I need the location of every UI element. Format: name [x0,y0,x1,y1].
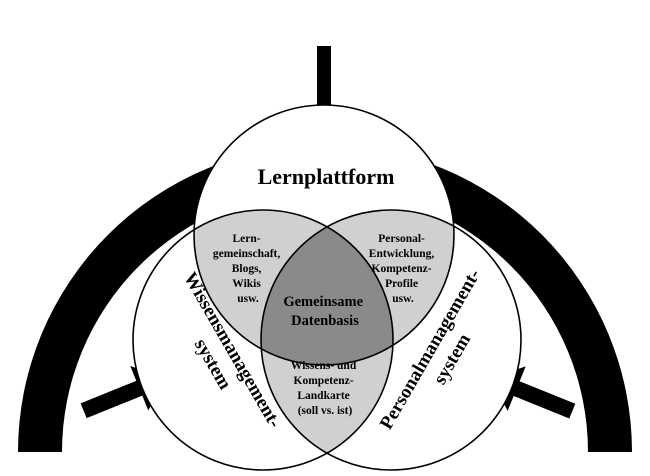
tl-line1: Lern- [233,233,261,245]
b-line4: (soll vs. ist) [298,405,353,417]
text-top-right-overlap: Personal- Entwicklung, Kompetenz- Profil… [369,233,437,305]
tr-line1: Personal- [378,233,425,245]
overlap-center [261,210,393,365]
b-line1: Wissens- und [291,360,357,372]
portal-title: Portal [296,16,355,41]
text-bottom-overlap: Wissens- und Kompetenz- Landkarte (soll … [291,360,359,417]
tl-line5: usw. [237,293,259,305]
label-lernplattform: Lernplattform [258,164,395,189]
tr-line2: Entwicklung, [369,248,435,260]
text-top-left-overlap: Lern- gemeinschaft, Blogs, Wikis usw. [213,233,283,305]
tl-line4: Wikis [232,278,261,290]
portal-arc [18,145,632,452]
tl-line3: Blogs, [232,263,262,275]
b-line3: Landkarte [297,390,349,402]
tr-line5: usw. [392,293,414,305]
tl-line2: gemeinschaft, [213,248,281,260]
b-line2: Kompetenz- [294,375,354,387]
center-line1: Gemeinsame [283,294,363,310]
tr-line4: Profile [385,278,418,290]
text-center-overlap: Gemeinsame Datenbasis [283,294,366,329]
center-line2: Datenbasis [291,313,359,329]
tr-line3: Kompetenz- [372,263,432,275]
